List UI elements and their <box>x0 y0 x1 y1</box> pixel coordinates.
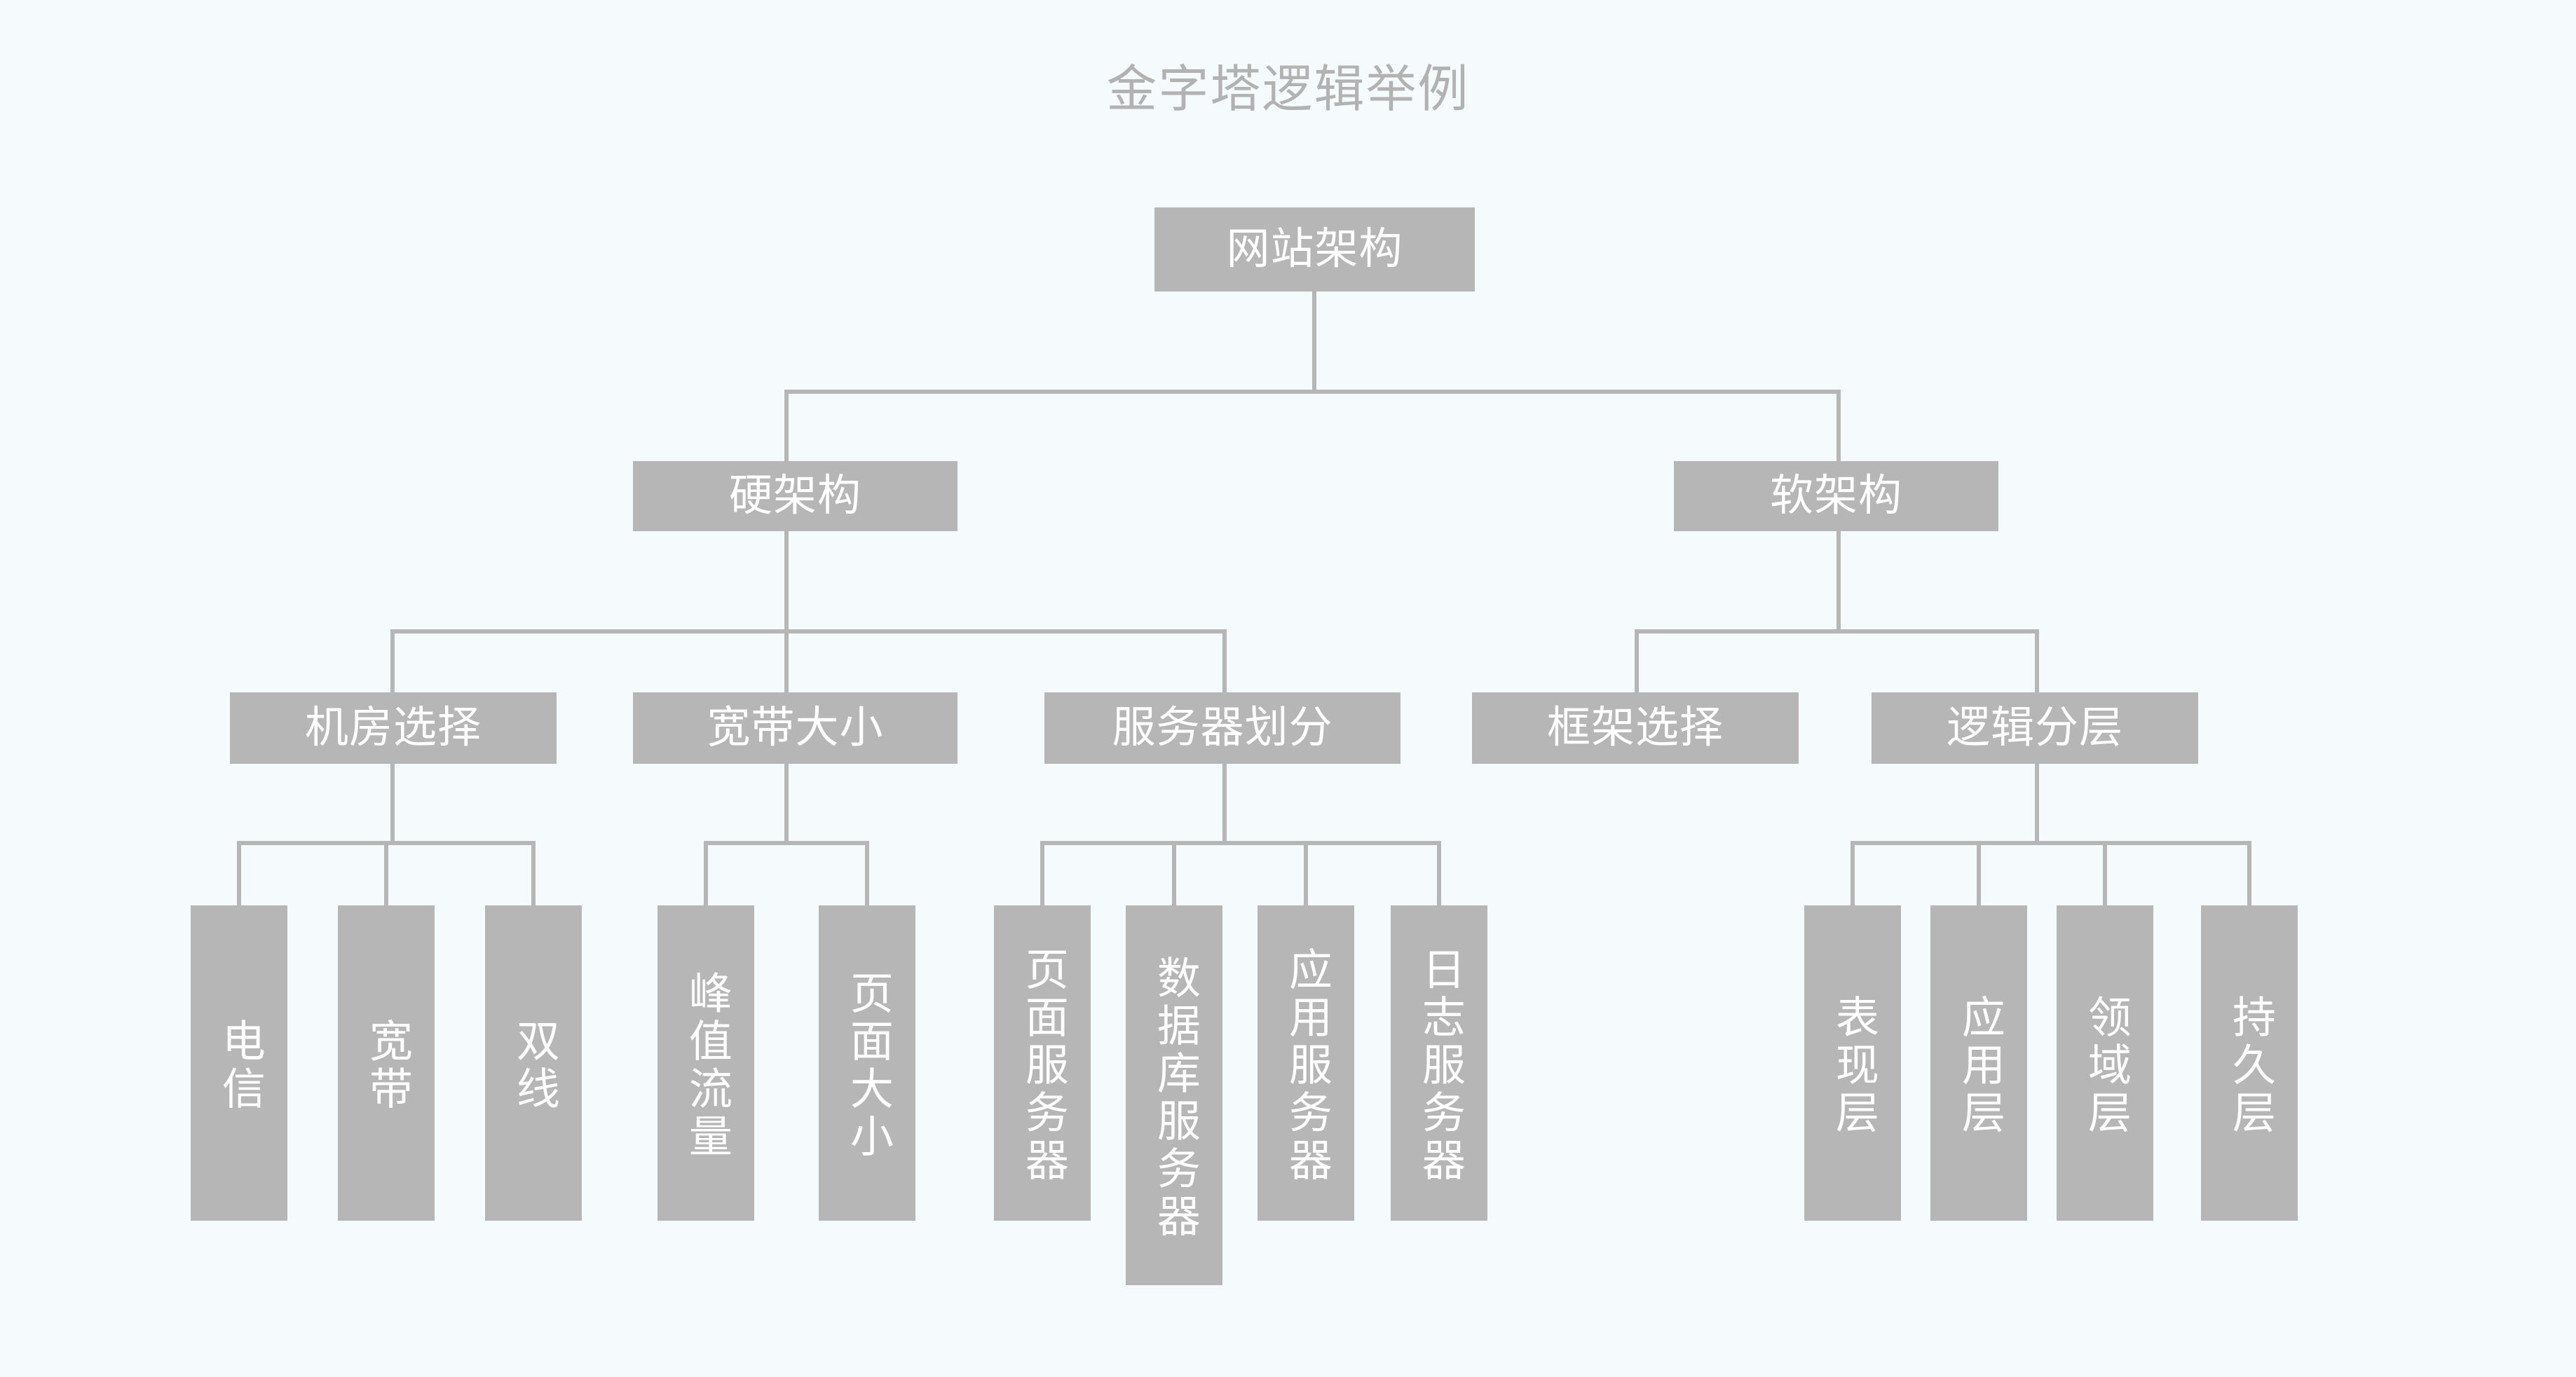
node-leaf-peak-traffic[interactable]: 峰值流量 <box>657 905 754 1221</box>
connector-root-bar <box>784 390 1841 394</box>
connector-luoji-l1 <box>1851 841 1855 905</box>
page-title: 金字塔逻辑举例 <box>1106 62 1470 118</box>
node-soft-architecture[interactable]: 软架构 <box>1674 461 1998 531</box>
node-leaf-persistence-layer[interactable]: 持久层 <box>2201 905 2298 1221</box>
connector-kuandai-bar <box>704 841 869 845</box>
connector-soft-bar <box>1635 629 2039 633</box>
connector-jifang-l2 <box>384 841 388 905</box>
connector-kuandai-l1 <box>704 841 708 905</box>
connector-fuwuqi-bar <box>1040 841 1441 845</box>
connector-hard-c2 <box>784 629 789 692</box>
connector-jifang-l3 <box>531 841 536 905</box>
connector-soft-stem <box>1836 531 1841 629</box>
node-datacenter-selection[interactable]: 机房选择 <box>230 692 557 764</box>
node-server-division[interactable]: 服务器划分 <box>1044 692 1401 764</box>
node-leaf-application-layer[interactable]: 应用层 <box>1930 905 2027 1221</box>
connector-kuandai-stem <box>784 764 789 841</box>
connector-to-hard <box>784 390 789 461</box>
node-hard-architecture[interactable]: 硬架构 <box>633 461 958 531</box>
connector-hard-stem <box>784 531 789 629</box>
connector-soft-c1 <box>1635 629 1639 692</box>
connector-fuwuqi-stem <box>1222 764 1227 841</box>
connector-luoji-l3 <box>2103 841 2107 905</box>
node-leaf-database-server[interactable]: 数据库服务器 <box>1126 905 1222 1285</box>
connector-hard-bar <box>390 629 1227 633</box>
node-framework-selection[interactable]: 框架选择 <box>1472 692 1799 764</box>
connector-kuandai-l2 <box>865 841 869 905</box>
connector-fuwuqi-l1 <box>1040 841 1044 905</box>
node-leaf-application-server[interactable]: 应用服务器 <box>1258 905 1354 1221</box>
connector-root-stem <box>1312 292 1316 390</box>
connector-luoji-bar <box>1851 841 2251 845</box>
node-leaf-presentation-layer[interactable]: 表现层 <box>1804 905 1901 1221</box>
node-logical-layering[interactable]: 逻辑分层 <box>1872 692 2198 764</box>
connector-luoji-stem <box>2035 764 2039 841</box>
connector-jifang-stem <box>390 764 395 841</box>
node-root[interactable]: 网站架构 <box>1154 207 1475 292</box>
connector-luoji-l4 <box>2247 841 2251 905</box>
connector-hard-c1 <box>390 629 395 692</box>
node-leaf-page-server[interactable]: 页面服务器 <box>994 905 1091 1221</box>
connector-fuwuqi-l4 <box>1437 841 1441 905</box>
node-leaf-log-server[interactable]: 日志服务器 <box>1391 905 1487 1221</box>
connector-hard-c3 <box>1222 629 1227 692</box>
node-leaf-dual-line[interactable]: 双线 <box>485 905 582 1221</box>
connector-luoji-l2 <box>1977 841 1981 905</box>
connector-fuwuqi-l2 <box>1172 841 1176 905</box>
connector-soft-c2 <box>2035 629 2039 692</box>
connector-jifang-l1 <box>237 841 241 905</box>
connector-fuwuqi-l3 <box>1304 841 1308 905</box>
node-bandwidth-size[interactable]: 宽带大小 <box>633 692 958 764</box>
node-leaf-page-size[interactable]: 页面大小 <box>819 905 915 1221</box>
node-leaf-broadband[interactable]: 宽带 <box>338 905 435 1221</box>
connector-to-soft <box>1836 390 1841 461</box>
node-leaf-telecom[interactable]: 电信 <box>191 905 287 1221</box>
node-leaf-domain-layer[interactable]: 领域层 <box>2057 905 2153 1221</box>
